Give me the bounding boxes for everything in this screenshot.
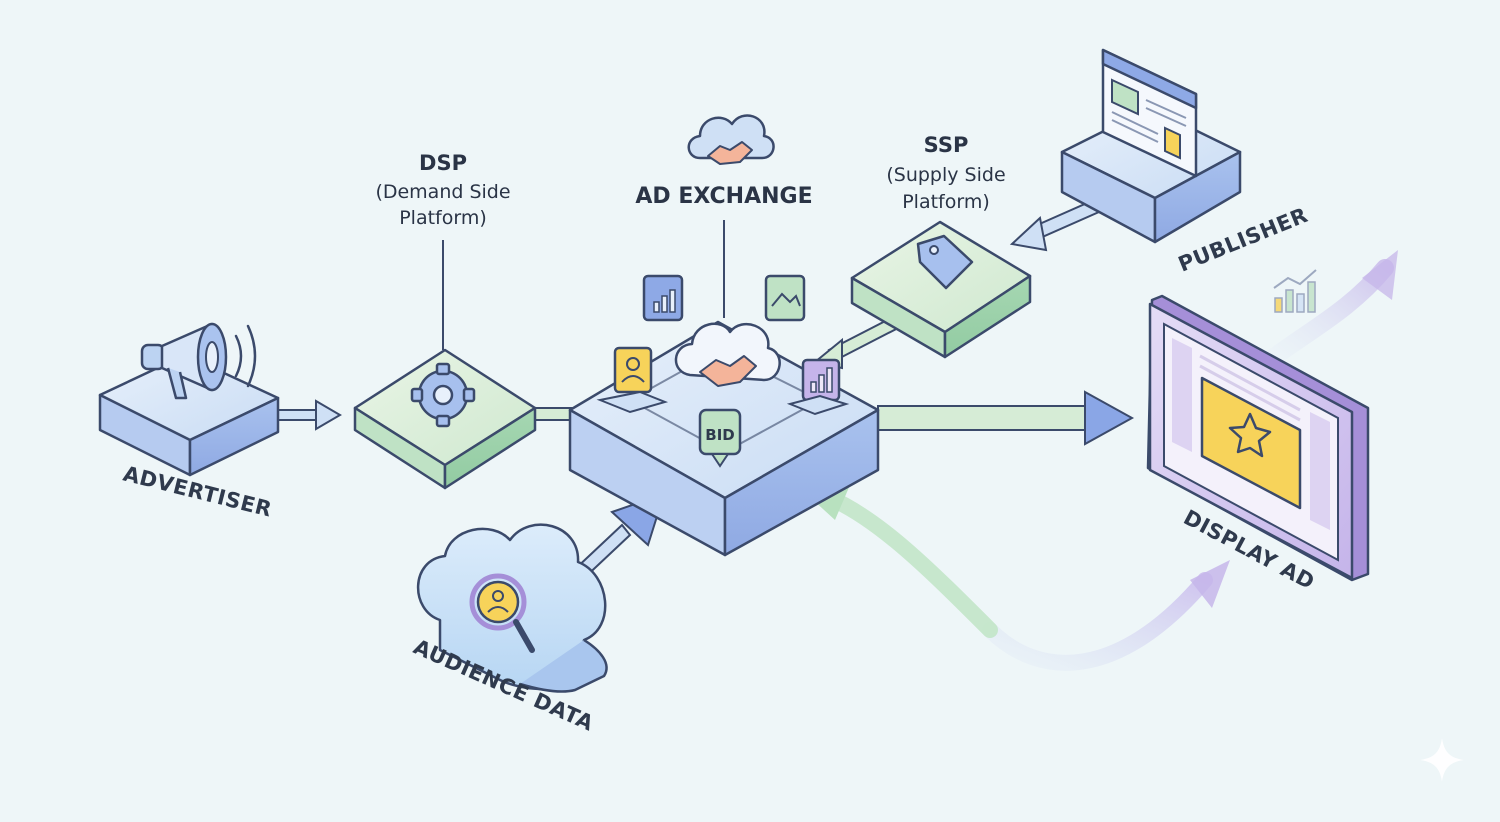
ad-exchange-node: BID AD EXCHANGE [568,114,880,557]
bid-badge: BID [698,408,742,468]
display-ad-node: DISPLAY AD [1146,294,1370,594]
image-badge-icon [764,274,806,322]
handshake-cloud-icon [674,322,781,387]
dsp-node: DSP (Demand Side Platform) [353,151,537,490]
user-badge-icon [596,346,669,414]
bid-badge-label: BID [705,426,734,444]
publisher-node: PUBLISHER [1060,48,1311,277]
dsp-title: DSP [419,151,467,175]
growth-chart-icon [1273,269,1317,313]
top-handshake-cloud-icon [687,114,775,165]
browser-window-icon [1101,48,1198,178]
gear-icon [410,362,476,428]
ssp-title: SSP [924,133,969,157]
megaphone-icon [140,322,257,400]
ad-exchange-title: AD EXCHANGE [635,184,812,209]
bar-chart-purple-badge-icon [786,358,850,416]
bar-chart-badge-icon [642,274,684,322]
ssp-subtitle-line2: Platform) [902,191,990,213]
star-ad-icon [1200,376,1302,510]
ssp-node: SSP (Supply Side Platform) [850,133,1032,359]
price-tag-icon [916,234,974,290]
dsp-subtitle-line1: (Demand Side [375,181,510,203]
dsp-subtitle-line2: Platform) [399,207,487,229]
sparkle-icon [1420,738,1464,782]
user-search-icon [469,573,535,653]
audience-data-node: AUDIENCE DATA [410,523,608,736]
ssp-subtitle-line1: (Supply Side [886,164,1005,186]
advertiser-node: ADVERTISER [98,322,280,522]
